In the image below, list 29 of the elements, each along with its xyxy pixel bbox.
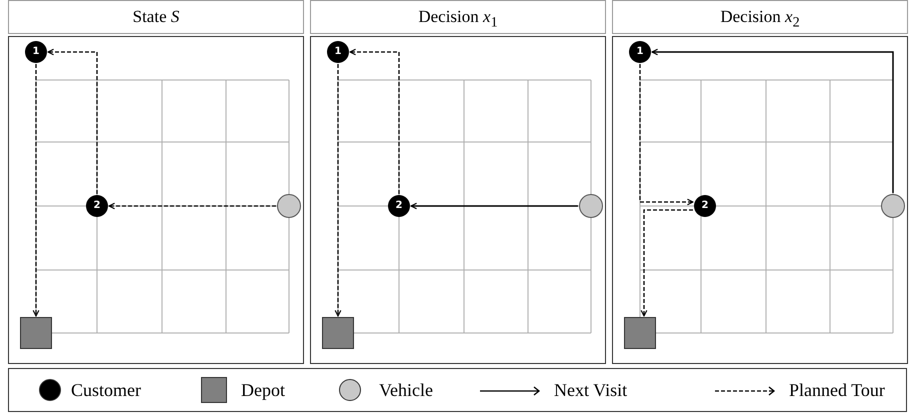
vehicle-circle <box>881 194 905 218</box>
legend-label: Customer <box>71 379 141 401</box>
legend-label: Depot <box>241 379 285 401</box>
route-arrow <box>640 209 693 317</box>
panel-title: Decision x$_{2}$ <box>612 0 908 34</box>
customer-node: 1 <box>327 41 349 63</box>
route-arrow <box>47 48 98 194</box>
vehicle-circle <box>277 194 301 218</box>
route-arrow <box>410 202 578 210</box>
customer-node: 2 <box>86 195 108 217</box>
legend-label: Next Visit <box>554 379 628 401</box>
panel-title: Decision x$_{1}$ <box>310 0 606 34</box>
customer-node: 2 <box>388 195 410 217</box>
customer-node: 1 <box>25 41 47 63</box>
route-arrow <box>349 48 400 194</box>
customer-node: 1 <box>629 41 651 63</box>
route-arrow <box>32 64 40 317</box>
route-arrow <box>334 64 342 317</box>
legend-label: Vehicle <box>379 379 433 401</box>
depot-square <box>322 317 354 349</box>
panel-title: State S <box>8 0 304 34</box>
depot-square <box>20 317 52 349</box>
depot-square <box>624 317 656 349</box>
route-arrow <box>651 48 894 193</box>
route-arrow <box>639 64 694 206</box>
legend-label: Planned Tour <box>789 379 885 401</box>
route-arrow <box>108 202 276 210</box>
vehicle-circle <box>579 194 603 218</box>
customer-node: 2 <box>694 195 716 217</box>
